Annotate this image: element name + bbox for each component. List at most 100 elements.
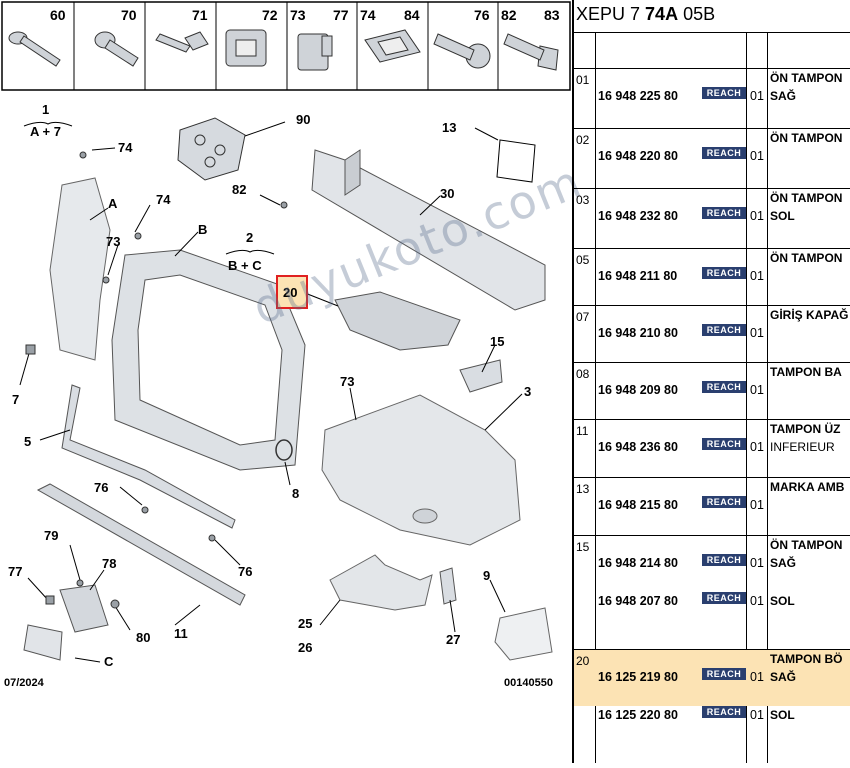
trim-strip-shape	[61, 384, 236, 529]
bar-label-73[interactable]: 73	[290, 7, 306, 23]
part-number[interactable]: 16 948 236 80	[598, 440, 678, 454]
callout-80[interactable]: 80	[136, 630, 150, 645]
reach-badge: REACH	[702, 267, 746, 279]
part-number[interactable]: 16 948 220 80	[598, 149, 678, 163]
part-number[interactable]: 16 948 210 80	[598, 326, 678, 340]
reach-badge: REACH	[702, 496, 746, 508]
reach-badge: REACH	[702, 706, 746, 718]
quantity: 01	[750, 708, 764, 722]
table-top-border	[574, 32, 850, 33]
bar-label-72[interactable]: 72	[262, 7, 278, 23]
bar-label-83[interactable]: 83	[544, 7, 560, 23]
side-label: SOL	[770, 708, 795, 722]
bar-label-77[interactable]: 77	[333, 7, 349, 23]
bar-label-71[interactable]: 71	[192, 7, 208, 23]
part-number[interactable]: 16 948 214 80	[598, 556, 678, 570]
reach-badge: REACH	[702, 592, 746, 604]
part-number[interactable]: 16 948 207 80	[598, 594, 678, 608]
callout-2[interactable]: 2	[246, 230, 253, 245]
callout-25[interactable]: 25	[298, 616, 312, 631]
grille-frame-shape	[494, 607, 553, 661]
quantity: 01	[750, 89, 764, 103]
bar-label-74[interactable]: 74	[360, 7, 376, 23]
divider	[572, 0, 574, 763]
callout-78[interactable]: 78	[102, 556, 116, 571]
square-clip-icon	[364, 29, 421, 63]
part-number[interactable]: 16 948 211 80	[598, 269, 678, 283]
callout-1-sub: A + 7	[30, 124, 61, 139]
quantity: 01	[750, 440, 764, 454]
part-description: ÖN TAMPON	[770, 251, 843, 265]
callout-3[interactable]: 3	[524, 384, 531, 399]
front-frame-shape	[111, 249, 306, 471]
callout-8[interactable]: 8	[292, 486, 299, 501]
diagram-svg: 60 70 71 72 73 77 74 84 76 82 83	[1, 1, 571, 689]
quantity: 01	[750, 326, 764, 340]
callout-90[interactable]: 90	[296, 112, 310, 127]
part-number[interactable]: 16 948 215 80	[598, 498, 678, 512]
part-number[interactable]: 16 125 220 80	[598, 708, 678, 722]
callout-9[interactable]: 9	[483, 568, 490, 583]
callout-20[interactable]: 20	[283, 285, 297, 300]
quantity: 01	[750, 498, 764, 512]
ref-number: 07	[576, 310, 590, 324]
bar-label-70[interactable]: 70	[121, 7, 137, 23]
part-number[interactable]: 16 948 209 80	[598, 383, 678, 397]
callout-7[interactable]: 7	[12, 392, 19, 407]
brace-1	[23, 121, 73, 127]
part-number[interactable]: 16 948 232 80	[598, 209, 678, 223]
part-description-2: INFERIEUR	[770, 440, 835, 454]
callout-27[interactable]: 27	[446, 632, 460, 647]
screw-icon	[94, 31, 139, 67]
callout-5[interactable]: 5	[24, 434, 31, 449]
side-panel-shape	[49, 177, 111, 361]
callout-79[interactable]: 79	[44, 528, 58, 543]
callout-30[interactable]: 30	[440, 186, 454, 201]
callout-74a[interactable]: 74	[118, 140, 133, 155]
callout-A[interactable]: A	[108, 196, 118, 211]
quantity: 01	[750, 556, 764, 570]
callout-76a[interactable]: 76	[94, 480, 108, 495]
bar-label-76[interactable]: 76	[474, 7, 490, 23]
callout-C[interactable]: C	[104, 654, 114, 669]
callout-B[interactable]: B	[198, 222, 207, 237]
label-sheet-shape	[496, 139, 536, 183]
header-prefix: XEPU 7	[576, 4, 641, 24]
callout-13[interactable]: 13	[442, 120, 456, 135]
small-bracket-shape	[459, 359, 503, 393]
rivet-icon	[8, 31, 61, 67]
callout-26[interactable]: 26	[298, 640, 312, 655]
callout-77[interactable]: 77	[8, 564, 22, 579]
callout-73a[interactable]: 73	[106, 234, 120, 249]
bar-label-82[interactable]: 82	[501, 7, 517, 23]
part-description: ÖN TAMPON	[770, 71, 843, 85]
ref-number: 03	[576, 193, 590, 207]
callout-74b[interactable]: 74	[156, 192, 171, 207]
bar-label-60[interactable]: 60	[50, 7, 66, 23]
part-number[interactable]: 16 948 225 80	[598, 89, 678, 103]
brace-2	[225, 249, 275, 255]
part-number[interactable]: 16 125 219 80	[598, 670, 678, 684]
highlight-box-20[interactable]	[276, 275, 308, 309]
callout-1[interactable]: 1	[42, 102, 49, 117]
callout-73b[interactable]: 73	[340, 374, 354, 389]
callout-76b[interactable]: 76	[238, 564, 252, 579]
callout-11[interactable]: 11	[174, 626, 188, 641]
callout-82[interactable]: 82	[232, 182, 246, 197]
callout-15[interactable]: 15	[490, 334, 504, 349]
small-piece-shape	[439, 567, 457, 605]
bar-label-84[interactable]: 84	[404, 7, 420, 23]
diagram-date: 07/2024	[4, 677, 45, 689]
reach-badge: REACH	[702, 147, 746, 159]
